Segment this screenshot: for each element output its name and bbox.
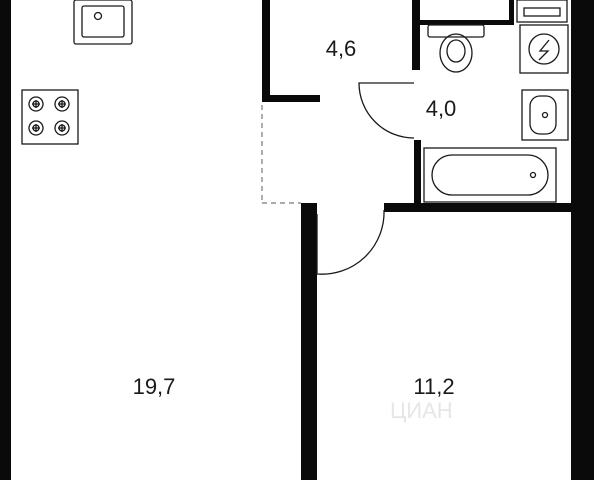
storage-area-label: 4,6: [326, 36, 357, 61]
interior-walls: [262, 0, 574, 480]
burner: [28, 120, 44, 136]
cabinet-shelf: [523, 7, 561, 17]
sink-counter: [73, 0, 133, 45]
burner: [54, 96, 70, 112]
bathroom-left-wall: [414, 140, 421, 206]
kitchen-sink: [73, 0, 133, 45]
bath-cabinet: [516, 0, 568, 23]
toilet-tank: [427, 24, 485, 38]
storage-bottom-wall: [262, 95, 320, 102]
bath-sink-basin: [529, 95, 557, 135]
storage-left-wall: [262, 0, 270, 102]
dashed-opening: [261, 105, 301, 204]
washer-symbol: [538, 39, 550, 61]
bath-sink-drain: [541, 111, 549, 119]
bathtub-inner: [431, 154, 549, 196]
bath-sink-counter: [521, 89, 569, 141]
bathtub-outer: [423, 147, 557, 203]
right-exterior-wall: [571, 0, 594, 480]
bedroom-door-swing: [316, 209, 385, 275]
living-room-area-label: 19,7: [133, 374, 176, 399]
bathroom-top-divider: [509, 0, 514, 25]
storage-right-wall: [412, 0, 420, 70]
toilet: [427, 24, 485, 73]
bathroom-top-right-wall: [420, 20, 512, 25]
stove: [21, 89, 79, 145]
bathroom-bottom-wall: [384, 203, 574, 212]
bathroom-area-label: 4,0: [426, 96, 457, 121]
stove-top: [21, 89, 79, 145]
toilet-seat: [446, 39, 466, 63]
burner: [28, 96, 44, 112]
bathtub-drain: [529, 171, 537, 179]
door-swings: [316, 82, 415, 275]
watermark: ЦИАН: [390, 398, 453, 423]
cabinet-body: [516, 0, 568, 23]
bathroom-door-swing: [358, 82, 415, 139]
burner: [54, 120, 70, 136]
sink-drain: [93, 11, 103, 21]
washer-body: [519, 24, 569, 74]
toilet-bowl: [439, 33, 473, 73]
bedroom-area-label: 11,2: [413, 374, 454, 399]
bathtub: [423, 147, 557, 203]
sink-basin: [81, 5, 125, 38]
washer-drum: [528, 33, 560, 65]
bedroom-left-wall: [301, 203, 317, 480]
left-exterior-wall: [0, 0, 11, 480]
washing-machine: [519, 24, 569, 74]
bathroom-sink: [521, 89, 569, 141]
